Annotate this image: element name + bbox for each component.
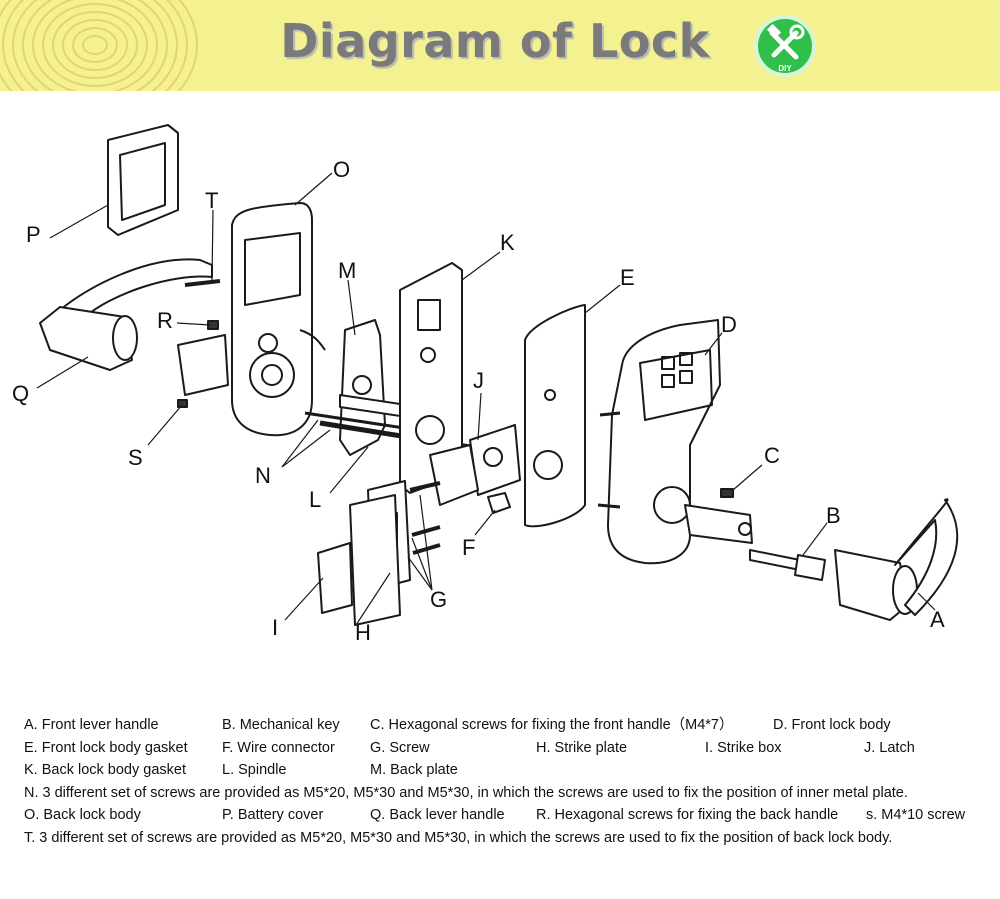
badge-text: DIY — [778, 64, 792, 73]
back-lock-body-gasket-part — [399, 262, 463, 494]
legend-item: H. Strike plate — [536, 739, 628, 756]
screw-g-part — [409, 481, 441, 555]
legend-item: B. Mechanical key — [222, 717, 340, 733]
title-banner: Diagram of Lock DIY — [0, 0, 1000, 91]
back-lock-body-part — [177, 202, 326, 437]
label-o: O — [333, 157, 350, 182]
legend-item: D. Front lock body — [773, 717, 891, 733]
label-d: D — [721, 312, 737, 337]
legend-item: C. Hexagonal screws for fixing the front… — [370, 717, 734, 733]
label-h: H — [355, 620, 371, 645]
diy-badge-icon: DIY — [754, 15, 816, 77]
label-g: G — [430, 587, 447, 612]
label-n: N — [255, 463, 271, 488]
label-b: B — [826, 503, 841, 528]
front-lever-handle-part — [834, 498, 959, 621]
legend-row: A. Front lever handle B. Mechanical key … — [24, 714, 984, 737]
legend-row: N. 3 different set of screws are provide… — [24, 782, 984, 805]
label-l: L — [309, 487, 321, 512]
legend-item: J. Latch — [864, 739, 915, 756]
page-title: Diagram of Lock — [280, 14, 710, 68]
label-s: S — [128, 445, 143, 470]
legend-item: R. Hexagonal screws for fixing the back … — [536, 807, 839, 823]
screw-t-part — [184, 279, 221, 287]
label-i: I — [272, 615, 278, 640]
label-a: A — [930, 607, 945, 632]
legend-item: P. Battery cover — [222, 807, 324, 823]
screw-s-part — [177, 399, 188, 408]
legend-item: I. Strike box — [705, 739, 782, 756]
exploded-lock-diagram: P T O M R Q S N L K J E D C B F G H I A — [12, 124, 959, 645]
label-q: Q — [12, 381, 29, 406]
legend-item: A. Front lever handle — [24, 717, 159, 733]
label-c: C — [764, 443, 780, 468]
wire-connector-part — [487, 492, 511, 514]
legend-item: N. 3 different set of screws are provide… — [24, 784, 908, 801]
label-k: K — [500, 230, 515, 255]
mechanical-key-part — [749, 549, 826, 581]
label-r: R — [157, 308, 173, 333]
front-lock-body-part — [597, 319, 753, 565]
label-j: J — [473, 368, 484, 393]
battery-cover-part — [107, 124, 179, 236]
front-lock-body-gasket-part — [524, 304, 586, 528]
legend-item: M. Back plate — [370, 762, 458, 778]
legend-item: K. Back lock body gasket — [24, 762, 186, 778]
fingerprint-icon — [0, 0, 198, 91]
legend-item: T. 3 different set of screws are provide… — [24, 829, 893, 846]
parts-legend: A. Front lever handle B. Mechanical key … — [24, 714, 984, 849]
legend-item: O. Back lock body — [24, 807, 141, 823]
back-lever-handle-part — [39, 258, 213, 371]
label-e: E — [620, 265, 635, 290]
part-labels: P T O M R Q S N L K J E D C B F G H I A — [12, 157, 945, 645]
legend-item: G. Screw — [370, 739, 430, 756]
latch-part — [429, 424, 521, 506]
legend-item: L. Spindle — [222, 762, 287, 778]
label-f: F — [462, 535, 475, 560]
legend-row: O. Back lock body P. Battery cover Q. Ba… — [24, 804, 984, 827]
legend-item: E. Front lock body gasket — [24, 739, 188, 756]
legend-row: K. Back lock body gasket L. Spindle M. B… — [24, 759, 984, 782]
label-m: M — [338, 258, 356, 283]
legend-row: E. Front lock body gasket F. Wire connec… — [24, 737, 984, 760]
label-p: P — [26, 222, 41, 247]
legend-row: T. 3 different set of screws are provide… — [24, 827, 984, 850]
strike-box-part — [317, 494, 401, 626]
legend-item: s. M4*10 screw — [866, 807, 966, 823]
legend-item: Q. Back lever handle — [370, 807, 505, 823]
screw-c-part — [720, 488, 734, 498]
label-t: T — [205, 188, 218, 213]
legend-item: F. Wire connector — [222, 739, 335, 756]
